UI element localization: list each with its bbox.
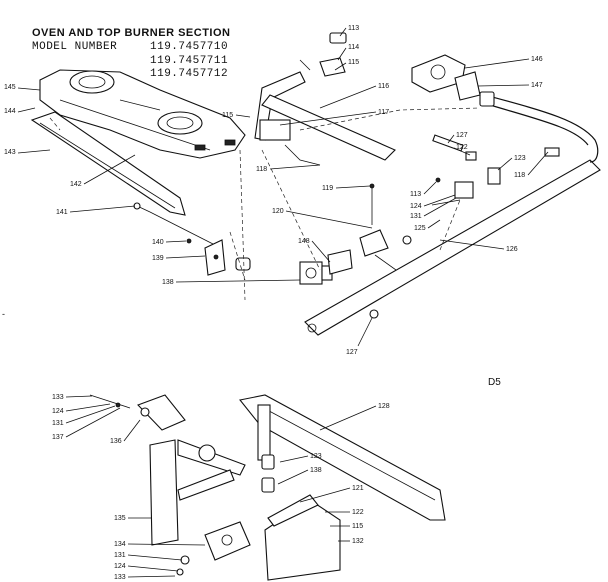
callout-123-upper: 123 bbox=[514, 155, 526, 162]
svg-text:-: - bbox=[2, 309, 5, 319]
callout-117: 117 bbox=[378, 109, 389, 116]
callout-118-upper: 118 bbox=[256, 166, 267, 173]
callout-113-right: 113 bbox=[410, 191, 421, 198]
callout-126: 126 bbox=[506, 246, 518, 253]
oven-burner-tube bbox=[479, 91, 599, 163]
pressure-regulator bbox=[411, 54, 481, 101]
diagram-title: OVEN AND TOP BURNER SECTION bbox=[32, 27, 231, 39]
callout-143: 143 bbox=[4, 149, 16, 156]
callout-131-lower: 131 bbox=[52, 420, 64, 427]
callout-labels: 145 144 143 142 141 140 139 138 113 114 … bbox=[2, 25, 549, 581]
callout-123-lower: 123 bbox=[310, 453, 322, 460]
callout-124-bottom: 124 bbox=[114, 563, 126, 570]
callout-119: 119 bbox=[322, 185, 333, 192]
callout-118-right: 118 bbox=[514, 172, 525, 179]
callout-139: 139 bbox=[152, 255, 164, 262]
model-number-3: 119.7457712 bbox=[150, 68, 229, 80]
model-number-1: 119.7457710 bbox=[150, 41, 229, 53]
callout-132: 132 bbox=[352, 538, 364, 545]
callout-138: 138 bbox=[162, 279, 174, 286]
air-shutter-part bbox=[133, 202, 216, 246]
callout-141: 141 bbox=[56, 209, 68, 216]
top-burner-assembly bbox=[39, 69, 246, 159]
assembly-leader-dashes bbox=[49, 107, 481, 301]
model-number-2: 119.7457711 bbox=[150, 55, 229, 67]
callout-131-bottom: 131 bbox=[114, 552, 126, 559]
model-number-label: MODEL NUMBER bbox=[32, 41, 118, 53]
page-code: D5 bbox=[488, 377, 501, 388]
callout-115-lower: 115 bbox=[352, 523, 363, 530]
callout-148: 148 bbox=[298, 238, 310, 245]
callout-113: 113 bbox=[348, 25, 359, 32]
callout-137: 137 bbox=[52, 434, 64, 441]
callout-131-upper: 131 bbox=[410, 213, 422, 220]
callout-114: 114 bbox=[348, 44, 359, 51]
callout-133-upper: 133 bbox=[52, 394, 64, 401]
valve-bracket bbox=[327, 229, 412, 281]
valve-part bbox=[299, 261, 333, 285]
callout-145: 145 bbox=[4, 84, 16, 91]
lower-oven-burner-assembly bbox=[89, 394, 446, 581]
burner-support-bracket bbox=[254, 32, 396, 161]
callout-136: 136 bbox=[110, 438, 122, 445]
callout-140: 140 bbox=[152, 239, 164, 246]
callout-146: 146 bbox=[531, 56, 543, 63]
callout-127-lower: 127 bbox=[346, 349, 358, 356]
callout-124-lower: 124 bbox=[52, 408, 64, 415]
callout-121: 121 bbox=[352, 485, 364, 492]
callout-120: 120 bbox=[272, 208, 284, 215]
callout-115-mid: 115 bbox=[222, 112, 233, 119]
callout-147: 147 bbox=[531, 82, 543, 89]
callout-122-upper: 122 bbox=[456, 144, 468, 151]
bracket-part bbox=[186, 238, 251, 276]
callout-116: 116 bbox=[378, 83, 389, 90]
callout-115-upper: 115 bbox=[348, 59, 359, 66]
callout-133-bottom: 133 bbox=[114, 574, 126, 581]
burner-support-tray bbox=[30, 111, 186, 216]
callout-124-upper: 124 bbox=[410, 203, 422, 210]
callout-122-lower: 122 bbox=[352, 509, 364, 516]
callout-135: 135 bbox=[114, 515, 126, 522]
callout-128: 128 bbox=[378, 403, 390, 410]
callout-142: 142 bbox=[70, 181, 82, 188]
callout-138-lower: 138 bbox=[310, 467, 322, 474]
callout-127-upper: 127 bbox=[456, 132, 468, 139]
callout-144: 144 bbox=[4, 108, 16, 115]
gas-manifold-pipe bbox=[304, 159, 601, 336]
callout-134: 134 bbox=[114, 541, 126, 548]
callout-125: 125 bbox=[414, 225, 426, 232]
